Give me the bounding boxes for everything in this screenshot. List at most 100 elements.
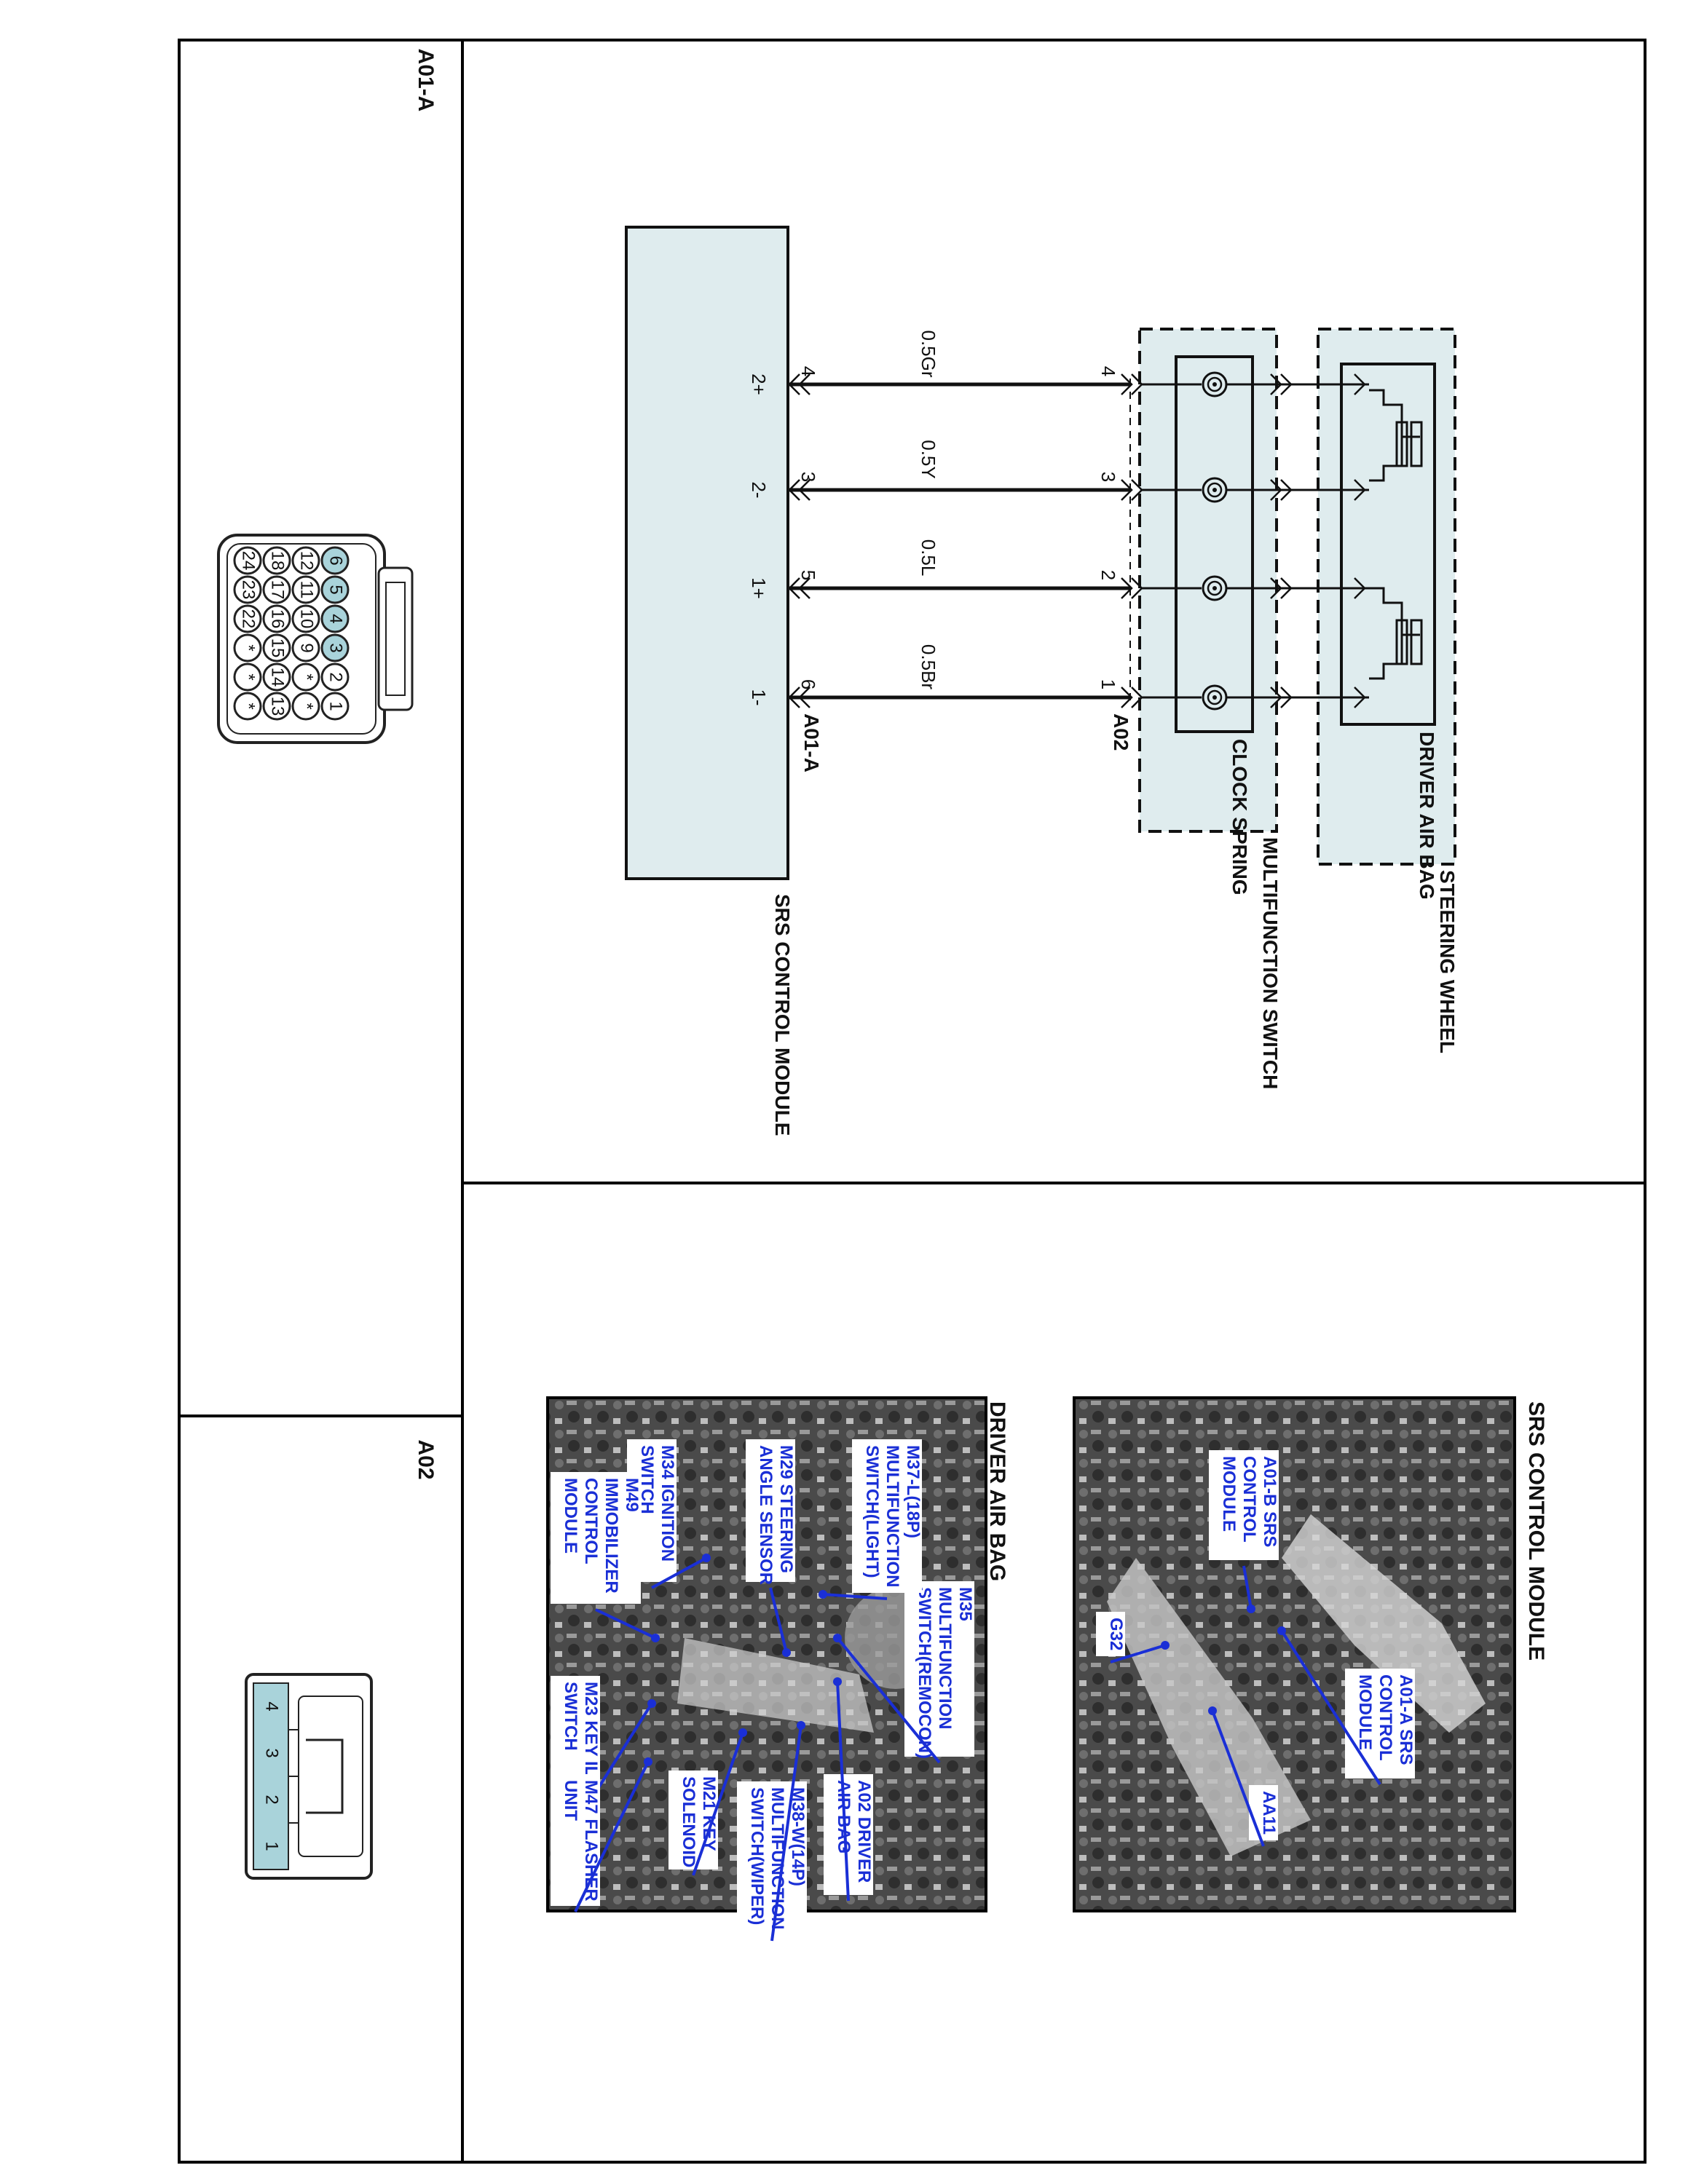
switch-pin-number: 4 bbox=[1097, 366, 1119, 376]
connector-a02-face: 4 3 2 1 bbox=[245, 1673, 373, 1880]
svg-text:*: * bbox=[297, 673, 317, 680]
a01a-pin bbox=[320, 604, 350, 633]
svg-text:*: * bbox=[297, 703, 317, 709]
connector-a02-pins: 4 3 2 1 bbox=[262, 1701, 282, 1851]
a01a-pin-label: 6 bbox=[326, 555, 346, 565]
svg-text:0.5L: 0.5L bbox=[918, 539, 939, 577]
svg-text:M34 IGNITIONSWITCH: M34 IGNITIONSWITCH bbox=[637, 1445, 677, 1562]
a01a-pin bbox=[262, 604, 291, 633]
svg-text:17: 17 bbox=[268, 580, 288, 600]
a01a-pin-label: 9 bbox=[297, 643, 317, 652]
photo-callout: M49IMMOBILIZERCONTROLMODULE bbox=[551, 1472, 660, 1642]
svg-text:SRS CONTROL MODULE: SRS CONTROL MODULE bbox=[771, 894, 794, 1136]
module-pin-number: 3 bbox=[797, 472, 819, 482]
module-pin-number: 5 bbox=[797, 570, 819, 580]
a01a-pin-label: 24 bbox=[239, 551, 259, 571]
svg-text:5: 5 bbox=[326, 585, 346, 594]
a01a-pin bbox=[262, 662, 291, 692]
svg-text:1: 1 bbox=[326, 701, 346, 711]
a01a-pin-label: 2 bbox=[326, 672, 346, 681]
svg-text:M49IMMOBILIZERCONTROLMODULE: M49IMMOBILIZERCONTROLMODULE bbox=[561, 1478, 642, 1594]
multifunction-switch-label: MULTIFUNCTION SWITCH bbox=[1259, 837, 1282, 1089]
a01a-pin-label: 15 bbox=[268, 638, 288, 658]
a01a-pin-label: * bbox=[239, 644, 259, 651]
a01a-pin-label: 18 bbox=[268, 551, 288, 571]
a01a-pin bbox=[320, 575, 350, 604]
svg-text:AA11: AA11 bbox=[1259, 1791, 1279, 1835]
svg-text:2: 2 bbox=[1097, 570, 1119, 580]
svg-text:2+: 2+ bbox=[748, 373, 770, 395]
switch-pin-number: 3 bbox=[1097, 472, 1119, 482]
a02-pin-label: 3 bbox=[262, 1748, 282, 1757]
a01a-pin-label: 1 bbox=[326, 701, 346, 711]
clock-spring-label: CLOCK SPRING bbox=[1228, 739, 1251, 895]
a01a-pin bbox=[291, 662, 320, 692]
switch-pin-number: 2 bbox=[1097, 570, 1119, 580]
module-terminal: 2- bbox=[748, 481, 770, 498]
page-frame bbox=[178, 39, 1646, 2164]
svg-text:5: 5 bbox=[797, 570, 819, 580]
svg-text:2: 2 bbox=[262, 1795, 282, 1804]
svg-text:A02: A02 bbox=[414, 1439, 438, 1479]
a01a-pin-label: 11 bbox=[297, 581, 317, 599]
svg-text:M23 KEY ILL.SWITCH: M23 KEY ILL.SWITCH bbox=[561, 1682, 601, 1792]
svg-text:A01-B SRSCONTROLMODULE: A01-B SRSCONTROLMODULE bbox=[1219, 1456, 1279, 1547]
clock-spring-block bbox=[1175, 355, 1254, 733]
svg-text:15: 15 bbox=[268, 638, 288, 658]
photo-callout: A01-A SRSCONTROLMODULE bbox=[1277, 1626, 1416, 1786]
svg-text:1: 1 bbox=[1097, 679, 1119, 689]
svg-text:22: 22 bbox=[239, 609, 259, 629]
connector-a02-label: A02 bbox=[414, 1439, 438, 1479]
svg-text:11: 11 bbox=[297, 581, 317, 599]
svg-text:3: 3 bbox=[262, 1748, 282, 1757]
a01a-pin-label: 23 bbox=[239, 580, 259, 600]
a02-pin-label: 4 bbox=[262, 1701, 282, 1711]
svg-text:3: 3 bbox=[797, 472, 819, 482]
a01a-pin bbox=[320, 662, 350, 692]
switch-pin-number: 1 bbox=[1097, 679, 1119, 689]
a01a-pin bbox=[320, 692, 350, 721]
a01a-pin bbox=[262, 692, 291, 721]
svg-text:A01-A: A01-A bbox=[414, 49, 438, 112]
svg-text:16: 16 bbox=[268, 609, 288, 629]
svg-text:G32: G32 bbox=[1106, 1618, 1126, 1650]
srs-photo-panel: SRS CONTROL MODULE A01-B SRSCONTROLMODUL… bbox=[1073, 1396, 1548, 1912]
a01a-pin bbox=[291, 692, 320, 721]
a01a-pin bbox=[262, 633, 291, 662]
multifunction-switch-box bbox=[1138, 328, 1278, 833]
svg-text:1: 1 bbox=[262, 1841, 282, 1851]
svg-text:0.5Br: 0.5Br bbox=[918, 644, 939, 689]
a01a-pin-label: 10 bbox=[297, 609, 317, 629]
a01a-pin bbox=[291, 546, 320, 575]
svg-text:6: 6 bbox=[797, 679, 819, 689]
a01a-pin-label: 17 bbox=[268, 580, 288, 600]
a01a-pin-label: 4 bbox=[326, 614, 346, 623]
srs-control-module-label: SRS CONTROL MODULE bbox=[771, 894, 794, 1136]
wire-size-color: 0.5Y bbox=[918, 440, 939, 479]
srs-photo-title: SRS CONTROL MODULE bbox=[1524, 1401, 1548, 1661]
module-pin-number: 6 bbox=[797, 679, 819, 689]
a01a-pin-label: 14 bbox=[268, 668, 288, 687]
srs-control-module-block bbox=[625, 226, 789, 880]
svg-text:3: 3 bbox=[326, 643, 346, 652]
module-terminal: 1+ bbox=[748, 577, 770, 599]
a01a-pin bbox=[233, 633, 262, 662]
a01a-pin-label: 5 bbox=[326, 585, 346, 594]
svg-text:CLOCK SPRING: CLOCK SPRING bbox=[1228, 739, 1251, 895]
a01a-pin bbox=[320, 633, 350, 662]
photo-callout: M38-W(14P)MULTIFUNCTIONSWITCH(WIPER) bbox=[737, 1721, 808, 1942]
svg-text:STEERING WHEEL: STEERING WHEEL bbox=[1436, 870, 1459, 1053]
driver-air-bag-block bbox=[1340, 363, 1436, 726]
module-terminal: 1- bbox=[748, 689, 770, 705]
photo-callout: M21 KEYSOLENOID bbox=[669, 1728, 747, 1876]
air-bag-squib-upper bbox=[1369, 389, 1423, 482]
svg-text:4: 4 bbox=[1097, 366, 1119, 376]
module-terminal: 2+ bbox=[748, 373, 770, 395]
wire-size-color: 0.5L bbox=[918, 539, 939, 577]
